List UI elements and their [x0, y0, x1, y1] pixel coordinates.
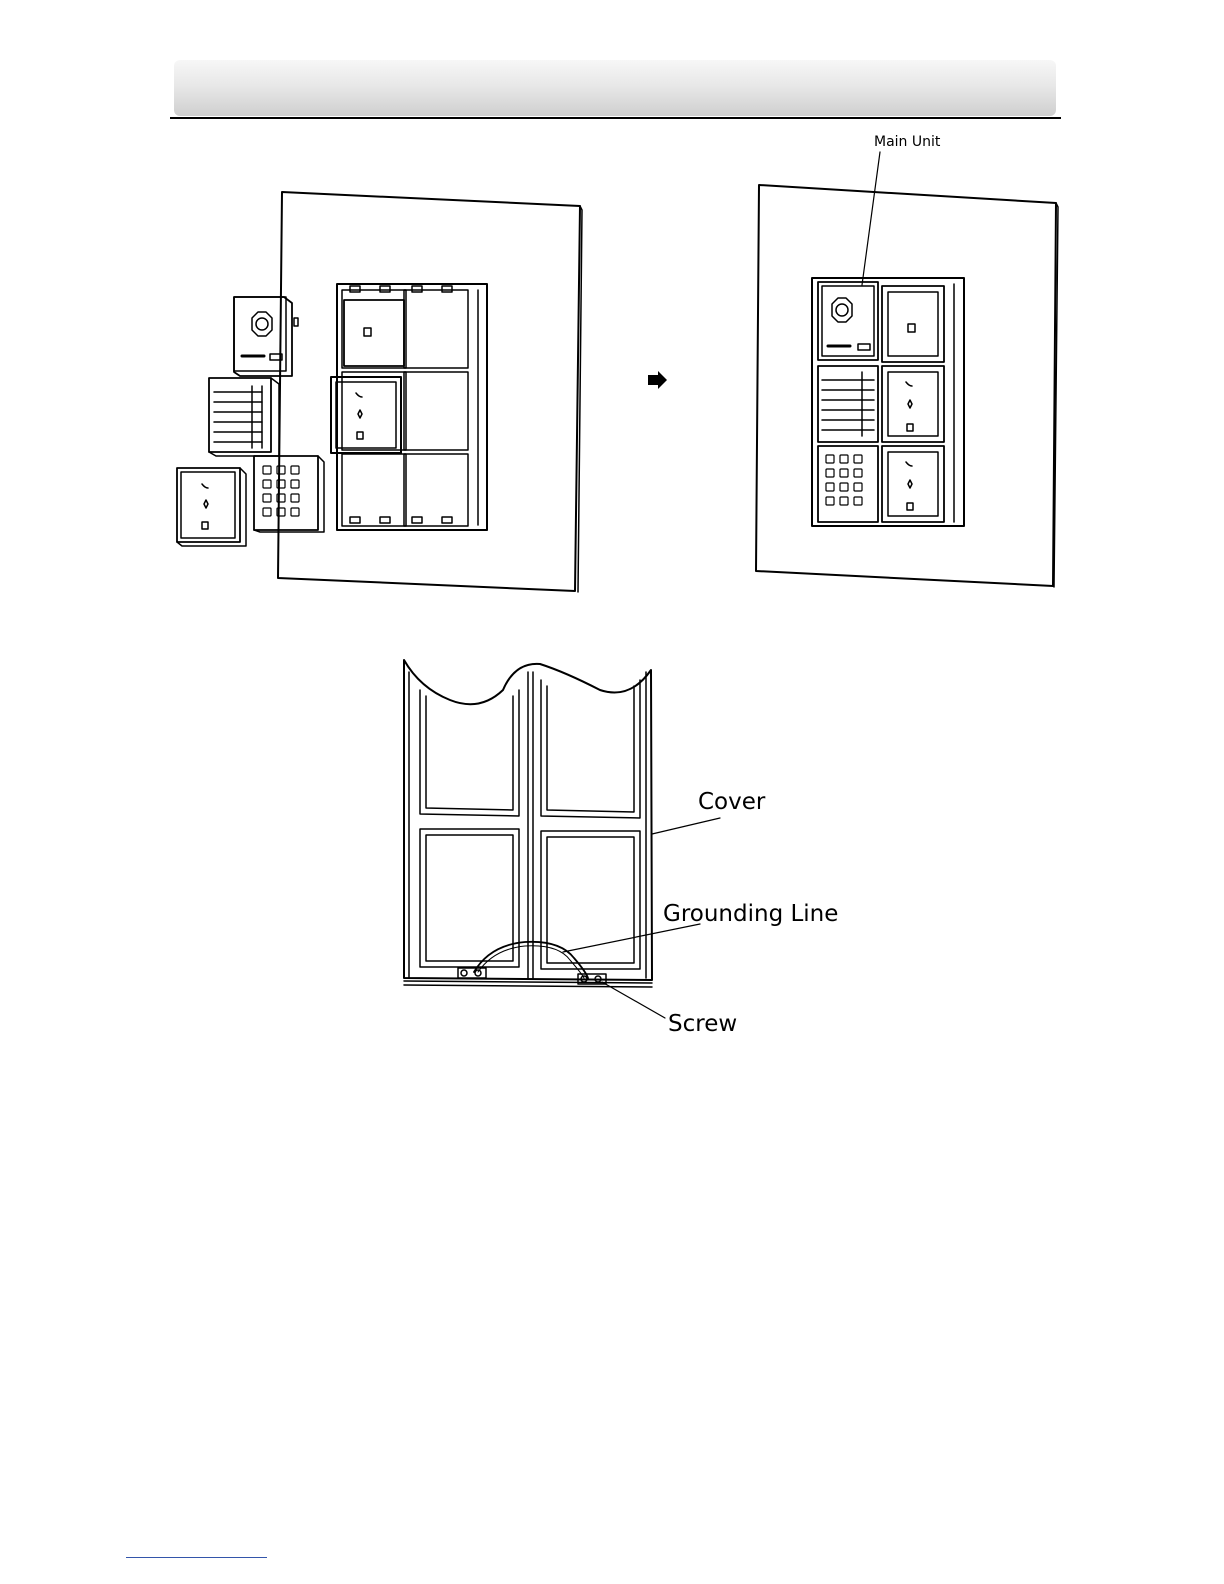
- screw-label: Screw: [668, 1011, 737, 1037]
- figure-grounding-detail: Cover Grounding Line Screw: [404, 660, 838, 1037]
- grounding-wire: [474, 942, 588, 978]
- indicator-module-right-bottom: [882, 446, 944, 522]
- cover-leader-line: [652, 818, 720, 834]
- figure-after-install: Main Unit: [756, 134, 1058, 587]
- figure-before-install: [177, 192, 582, 592]
- main-unit-leader-line: [862, 152, 880, 285]
- main-unit-label: Main Unit: [874, 134, 941, 150]
- indicator-module-right-mid: [882, 366, 944, 442]
- keypad-module-loose: [254, 456, 324, 532]
- cover-label: Cover: [698, 789, 766, 815]
- nametag-module-installed: [818, 366, 878, 442]
- arrow-right-icon: [648, 371, 667, 389]
- footer-rule: [126, 1557, 267, 1558]
- indicator-module-loose: [177, 468, 246, 546]
- camera-module-installed: [818, 282, 878, 360]
- mounting-frame-left: [337, 284, 487, 530]
- grounding-line-label: Grounding Line: [663, 901, 838, 927]
- card-module-right: [882, 286, 944, 362]
- card-module-installed: [344, 300, 404, 366]
- camera-module-loose: [234, 297, 298, 376]
- grounding-line-leader-line: [563, 924, 700, 952]
- nametag-module-loose: [209, 378, 279, 456]
- screw-left: [458, 968, 486, 978]
- keypad-module-installed: [818, 446, 878, 522]
